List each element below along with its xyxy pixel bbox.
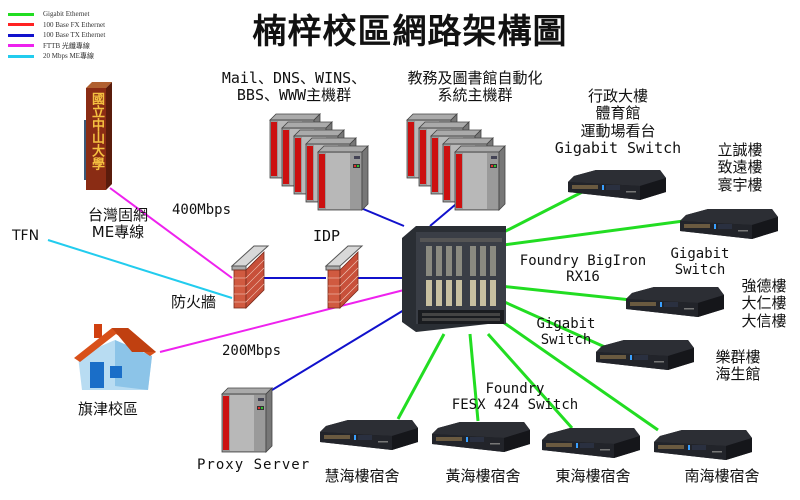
gigabit-switch-label-2: Gigabit Switch [526,316,606,348]
label-line: Gigabit Switch [554,138,682,157]
server-group-1-label: Mail、DNS、WINS、 BBS、WWW主機群 [214,69,374,105]
label-line: Switch [674,262,726,279]
label-line: ME專線 [91,223,145,242]
server-stack-icon [405,112,515,216]
label-line: 運動場看台 [580,121,656,140]
switch-icon [626,287,726,323]
core-switch-label: Foundry BigIron RX16 [508,253,658,285]
gigabit-switch-label-1: Gigabit Switch [660,246,740,278]
link-gigabit [468,333,480,422]
label-line: 致遠樓 [717,158,763,177]
label-line: 行政大樓 [587,87,648,105]
legend-swatch [8,54,34,58]
legend-item: 100 Base TX Ethernet [8,30,105,41]
label-line: Foundry BigIron [519,253,647,269]
firewall-icon [228,244,270,314]
label-line: Mail、DNS、WINS、 [221,69,367,87]
switch-icon [680,209,780,245]
diagram-title: 楠梓校區網路架構圖 [252,12,568,52]
legend-swatch [8,12,34,16]
label-line: Gigabit [536,316,596,332]
dorm-label: 慧海樓宿舍 [324,467,400,485]
label-line: 樂群樓 [715,348,761,366]
switch-icon [654,430,754,466]
link-gigabit [396,333,446,420]
link-200-label: 200Mbps [222,343,282,359]
label-line: 大信樓 [741,311,787,330]
dorm-label: 南海樓宿舍 [684,467,760,485]
legend-label: 100 Base TX Ethernet [43,31,106,40]
legend-label: 100 Base FX Ethernet [43,20,106,29]
link-fttb [109,187,233,279]
legend-label: FTTB 光纖專線 [43,41,90,50]
legend: Gigabit Ethernet 100 Base FX Ethernet 10… [8,9,105,62]
link-me [47,239,233,299]
label-line: 海生館 [715,365,761,384]
label-line: 立誠樓 [717,141,763,159]
link-gigabit [495,216,707,248]
link-gigabit [499,284,651,304]
switch-icon [542,428,642,464]
label-line: FESX 424 Switch [451,397,579,414]
legend-label: 20 Mbps ME專線 [43,52,94,61]
label-line: 大仁樓 [741,294,787,313]
legend-swatch [8,23,34,27]
label-line: RX16 [566,269,600,286]
server-unit [454,145,506,211]
switch-lc-label: 立誠樓 致遠樓 寰宇樓 [700,141,780,194]
idp-label: IDP [313,227,341,245]
qijin-label: 旗津校區 [78,400,139,418]
dorm-label: 黃海樓宿舍 [445,467,521,485]
link-fttb [159,289,405,353]
label-line: BBS、WWW主機群 [236,86,352,105]
label-line: 寰宇樓 [717,175,763,194]
nsysu-monument-icon: 國立中山大學 [82,80,112,190]
firewall-label: 防火牆 [171,293,217,311]
switch-lq-label: 樂群樓 海生館 [706,348,770,384]
switch-admin-label: 行政大樓 體育館 運動場看台 Gigabit Switch [548,87,688,157]
switch-icon [320,420,420,456]
tfn-label: TFN [12,228,40,244]
core-switch-icon [402,226,508,338]
link-400-label: 400Mbps [172,202,232,218]
label-line: 教務及圖書館自動化 [407,69,543,87]
me-line-label: 台灣固網 ME專線 [78,206,158,242]
label-line: Foundry [485,381,545,397]
label-line: 強德樓 [741,277,787,295]
server-stack-icon [268,112,378,216]
proxy-label: Proxy Server [197,457,311,473]
idp-icon [322,244,364,314]
dorm-label: 東海樓宿舍 [555,467,631,485]
switch-qd-label: 強德樓 大仁樓 大信樓 [732,277,796,330]
legend-item: FTTB 光纖專線 [8,41,105,52]
switch-icon [596,340,696,376]
link-gigabit [495,183,597,238]
fesx-label: Foundry FESX 424 Switch [440,381,590,413]
server-group-2-label: 教務及圖書館自動化 系統主機群 [390,69,560,105]
link-gigabit [486,333,574,429]
house-icon [72,320,158,402]
label-line: Gigabit [670,246,730,262]
proxy-server-icon [220,386,276,458]
label-line: 體育館 [595,104,641,123]
label-line: 系統主機群 [437,86,513,105]
legend-item: 100 Base FX Ethernet [8,20,105,31]
legend-swatch [8,44,34,48]
switch-icon [432,422,532,458]
switch-icon [568,170,668,206]
legend-item: 20 Mbps ME專線 [8,51,105,62]
legend-label: Gigabit Ethernet [43,10,90,19]
link-gigabit [499,298,617,354]
label-line: 台灣固網 [87,206,148,224]
label-line: Switch [540,332,592,349]
link-tx [271,309,405,391]
link-gigabit [499,318,659,432]
monument-text: 國立中山大學 [89,92,104,170]
legend-item: Gigabit Ethernet [8,9,105,20]
legend-swatch [8,33,34,37]
server-unit [317,145,369,211]
